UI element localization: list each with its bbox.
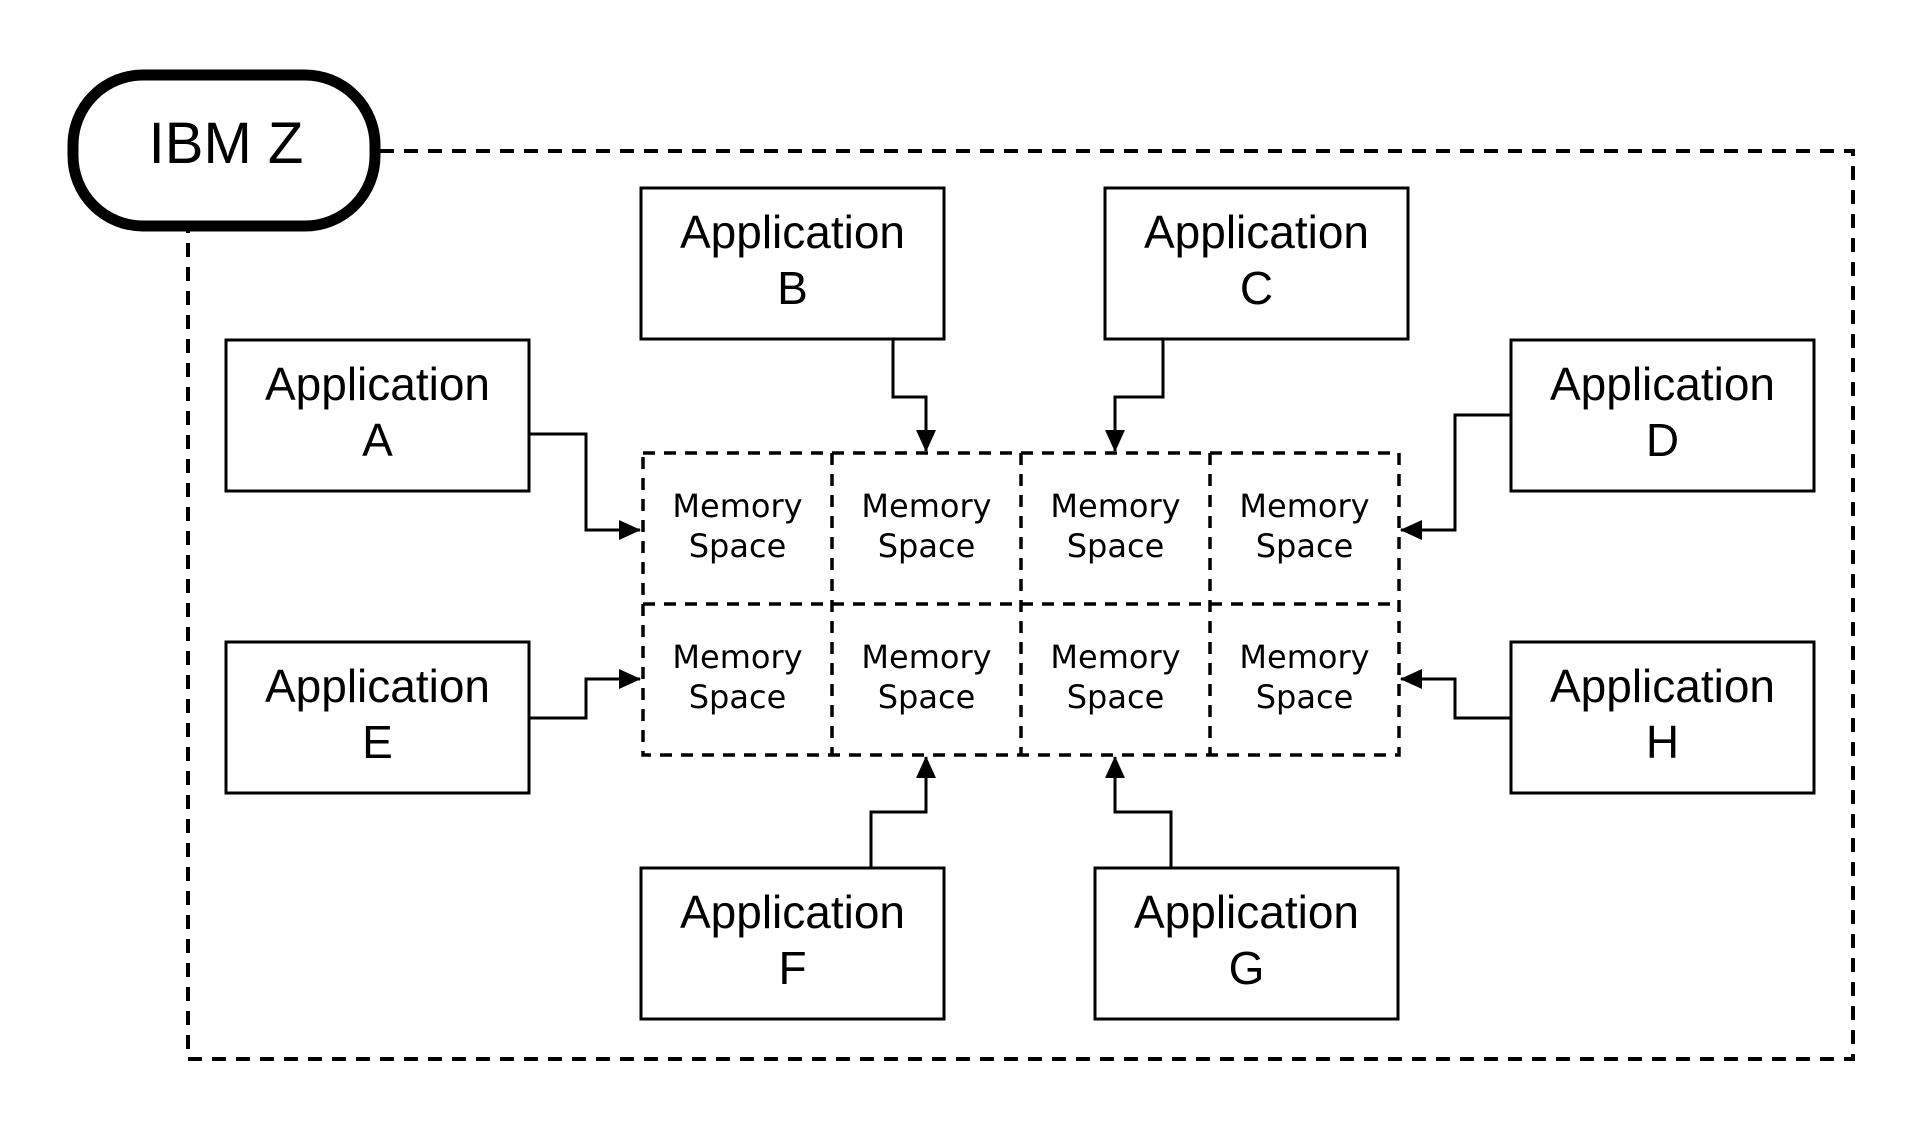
connector-c (1105, 340, 1165, 452)
application-label: Application (265, 660, 490, 712)
application-letter: B (777, 262, 808, 314)
application-label: Application (1134, 886, 1359, 938)
memory-label: Memory (861, 638, 991, 676)
application-label: Application (1550, 358, 1775, 410)
application-letter: C (1240, 262, 1273, 314)
memory-label: Memory (861, 487, 991, 525)
application-letter: G (1229, 942, 1265, 994)
application-letter: D (1646, 414, 1679, 466)
connector-f (869, 756, 936, 868)
connector-e (529, 669, 641, 720)
application-label: Application (680, 886, 905, 938)
memory-label: Memory (1050, 487, 1180, 525)
connector-g (1105, 756, 1173, 868)
connector-h (1400, 669, 1511, 720)
application-letter: E (362, 716, 393, 768)
application-label: Application (680, 206, 905, 258)
memory-label: Memory (1239, 487, 1369, 525)
memory-label: Memory (672, 487, 802, 525)
application-label: Application (265, 358, 490, 410)
ibm-z-title-badge: IBM Z (67, 69, 381, 232)
memory-space-grid: MemorySpaceMemorySpaceMemorySpaceMemoryS… (641, 451, 1401, 757)
application-label: Application (1550, 660, 1775, 712)
space-label: Space (878, 527, 976, 565)
ibm-z-title: IBM Z (149, 111, 304, 176)
memory-label: Memory (1050, 638, 1180, 676)
application-letter: F (778, 942, 806, 994)
connectors (529, 340, 1511, 868)
application-letter: H (1646, 716, 1679, 768)
space-label: Space (1256, 678, 1354, 716)
ibm-z-boundary (186, 149, 1855, 1061)
connector-a (529, 432, 641, 540)
space-label: Space (1256, 527, 1354, 565)
memory-label: Memory (672, 638, 802, 676)
memory-label: Memory (1239, 638, 1369, 676)
application-letter: A (362, 414, 393, 466)
space-label: Space (689, 527, 787, 565)
space-label: Space (1067, 678, 1165, 716)
connector-b (891, 340, 936, 452)
space-label: Space (689, 678, 787, 716)
space-label: Space (878, 678, 976, 716)
application-label: Application (1144, 206, 1369, 258)
space-label: Space (1067, 527, 1165, 565)
connector-d (1400, 413, 1511, 540)
